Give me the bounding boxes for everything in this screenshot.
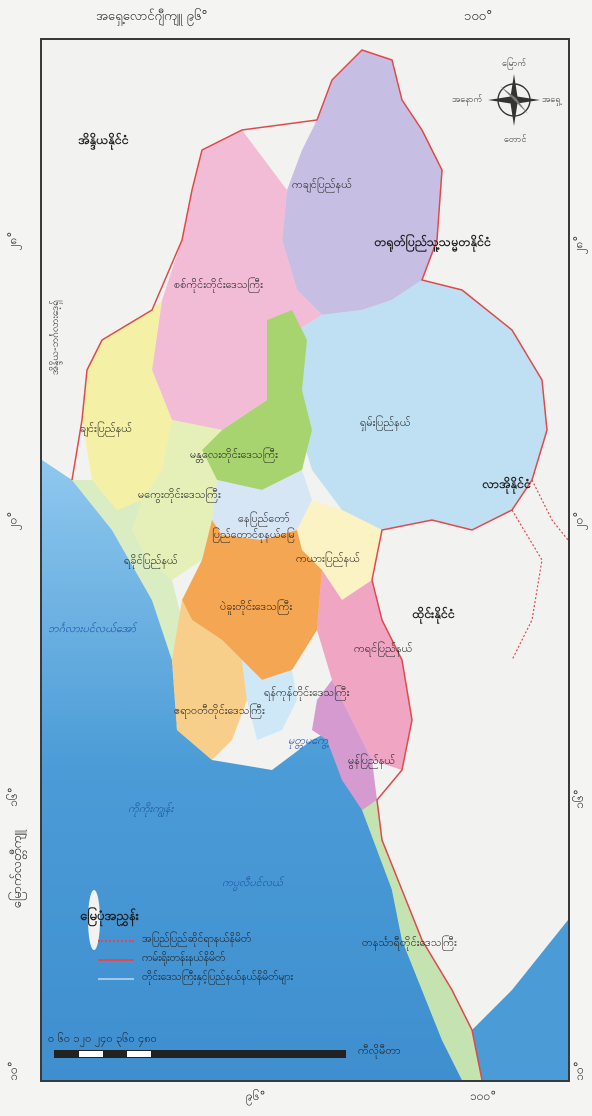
latitude-label-left-16: ၁၆° bbox=[5, 787, 20, 807]
region-bago bbox=[182, 520, 322, 680]
region-yangon bbox=[242, 660, 297, 740]
international-border bbox=[71, 49, 548, 1080]
compass-west: အနောက် bbox=[452, 95, 483, 105]
latitude-axis-title: မြောက်လတ္တီကျူ bbox=[10, 830, 25, 909]
longitude-label-100-bottom: ၁၀၀° bbox=[470, 1089, 497, 1103]
map-canvas bbox=[42, 49, 568, 1080]
label-naypyitaw-1: နေပြည်တော် bbox=[238, 512, 290, 525]
latitude-label-right-20: ၂၀° bbox=[571, 511, 586, 531]
longitude-label-96-top: အရှေ့လောင်ဂျီကျူ ၉၆° bbox=[96, 9, 208, 24]
label-bago: ပဲခူးတိုင်းဒေသကြီး bbox=[220, 600, 293, 613]
label-thailand: ထိုင်းနိုင်ငံ bbox=[412, 606, 455, 621]
andaman-sea-east bbox=[472, 920, 568, 1080]
legend-label: အပြည်ပြည်ဆိုင်ရာနယ်နိမိတ် bbox=[142, 933, 252, 945]
label-sagaing: စစ်ကိုင်းတိုင်းဒေသကြီး bbox=[174, 278, 263, 291]
scale-segment bbox=[55, 1051, 79, 1057]
label-yangon: ရန်ကုန်တိုင်းဒေသကြီး bbox=[264, 686, 350, 699]
scale-bar-track bbox=[54, 1050, 346, 1058]
region-rakhine bbox=[72, 480, 182, 660]
compass-icon bbox=[488, 74, 540, 126]
laos-border bbox=[531, 479, 568, 541]
scale-segment bbox=[103, 1051, 127, 1057]
label-bay-of-bengal: ဘင်္ဂလားပင်လယ်အော် bbox=[48, 622, 137, 635]
latitude-label-left-12: ၁၀° bbox=[5, 1061, 20, 1081]
label-shan: ရှမ်းပြည်နယ် bbox=[360, 416, 411, 429]
legend-item-international: အပြည်ပြည်ဆိုင်ရာနယ်နိမိတ် bbox=[98, 933, 400, 948]
region-sagaing bbox=[152, 130, 322, 430]
legend-line-region bbox=[98, 977, 134, 980]
compass-rose: မြောက် တောင် အနောက် အရှေ့ bbox=[452, 52, 562, 152]
region-ayeyarwady bbox=[172, 600, 247, 760]
label-chin: ချင်းပြည်နယ် bbox=[80, 422, 132, 435]
region-mandalay bbox=[202, 310, 312, 490]
region-naypyitaw bbox=[212, 470, 312, 540]
longitude-label-96-bottom: ၉၆° bbox=[246, 1089, 266, 1103]
label-naypyitaw-2: ပြည်တောင်စုနယ်မြေ bbox=[212, 528, 295, 541]
map-frame: အိန္ဒိယနိုင်ငံ တရုတ်ပြည်သူ့သမ္မတနိုင်ငံ … bbox=[40, 38, 570, 1082]
legend-line-solid bbox=[98, 958, 134, 961]
latitude-label-right-28: ၂၈° bbox=[571, 235, 586, 255]
latitude-label-left-28: ၂၈° bbox=[5, 231, 20, 251]
label-rakhine: ရခိုင်ပြည်နယ် bbox=[124, 554, 178, 567]
region-mon bbox=[312, 680, 377, 810]
label-andaman-sea: ကပ္ပလီပင်လယ် bbox=[222, 876, 283, 889]
label-coco-islands: ကိုကိုးကျွန်း bbox=[128, 802, 174, 815]
label-tanintharyi: တနင်္သာရီတိုင်းဒေသကြီး bbox=[362, 936, 457, 949]
coco-islands bbox=[88, 890, 100, 950]
scale-ticks: ၀ ၆၀ ၁၂၀ ၂၄၀ ၃၆၀ ၄၈၀ bbox=[48, 1032, 157, 1045]
legend-line-dotted bbox=[98, 939, 134, 942]
legend-item-coastline: ကမ်းရိုးတန်းနယ်နိမိတ် bbox=[98, 952, 400, 967]
label-ayeyarwady: ဧရာဝတီတိုင်းဒေသကြီး bbox=[174, 704, 265, 717]
region-shan bbox=[282, 280, 547, 530]
border-label-india-bangladesh: အိန္ဒိယ-ဘင်္ဂလားဒေ့ရှ် bbox=[50, 300, 61, 376]
region-kachin bbox=[282, 50, 442, 315]
thailand-border bbox=[511, 509, 543, 661]
sea-area bbox=[42, 460, 462, 1080]
label-kachin: ကချင်ပြည်နယ် bbox=[292, 178, 352, 191]
latitude-label-right-16: ၁၆° bbox=[571, 789, 586, 809]
scale-unit: ကီလိုမီတာ bbox=[358, 1044, 401, 1057]
label-mon: မွန်ပြည်နယ် bbox=[348, 754, 396, 767]
scale-segment bbox=[151, 1051, 345, 1057]
region-kayah bbox=[297, 500, 382, 600]
latitude-label-left-20: ၂၀° bbox=[5, 511, 20, 531]
scale-bar: ၀ ၆၀ ၁၂၀ ၂၄၀ ၃၆၀ ၄၈၀ ကီလိုမီတာ bbox=[48, 1032, 401, 1062]
label-mandalay: မန္တလေးတိုင်းဒေသကြီး bbox=[190, 448, 278, 461]
label-kayin: ကရင်ပြည်နယ် bbox=[354, 642, 413, 655]
region-chin bbox=[82, 300, 172, 510]
label-india: အိန္ဒိယနိုင်ငံ bbox=[78, 132, 129, 147]
compass-south: တောင် bbox=[504, 135, 527, 145]
latitude-label-right-12: ၁၀° bbox=[571, 1061, 586, 1081]
legend-item-regions: တိုင်းဒေသကြီးနှင့်ပြည်နယ်နယ်နိမိတ်များ bbox=[98, 971, 400, 986]
compass-east: အရှေ့ bbox=[542, 95, 561, 105]
label-china: တရုတ်ပြည်သူ့သမ္မတနိုင်ငံ bbox=[374, 234, 491, 249]
legend-title: မြေပုံအညွှန်း bbox=[80, 909, 139, 924]
region-magway bbox=[132, 420, 222, 580]
region-kayin bbox=[317, 570, 412, 770]
label-gulf-of-martaban: မုတ္တမကွေ့ bbox=[288, 734, 329, 747]
label-magway: မကွေးတိုင်းဒေသကြီး bbox=[138, 488, 221, 501]
label-laos: လာအိုနိုင်ငံ bbox=[482, 476, 531, 491]
longitude-label-100-top: ၁၀၀° bbox=[464, 9, 493, 24]
map-legend: မြေပုံအညွှန်း အပြည်ပြည်ဆိုင်ရာနယ်နိမိတ် … bbox=[80, 908, 400, 990]
legend-label: တိုင်းဒေသကြီးနှင့်ပြည်နယ်နယ်နိမိတ်များ bbox=[142, 971, 294, 983]
label-kayah: ကယားပြည်နယ် bbox=[296, 552, 360, 565]
legend-label: ကမ်းရိုးတန်းနယ်နိမိတ် bbox=[142, 952, 226, 964]
compass-north: မြောက် bbox=[502, 59, 527, 69]
